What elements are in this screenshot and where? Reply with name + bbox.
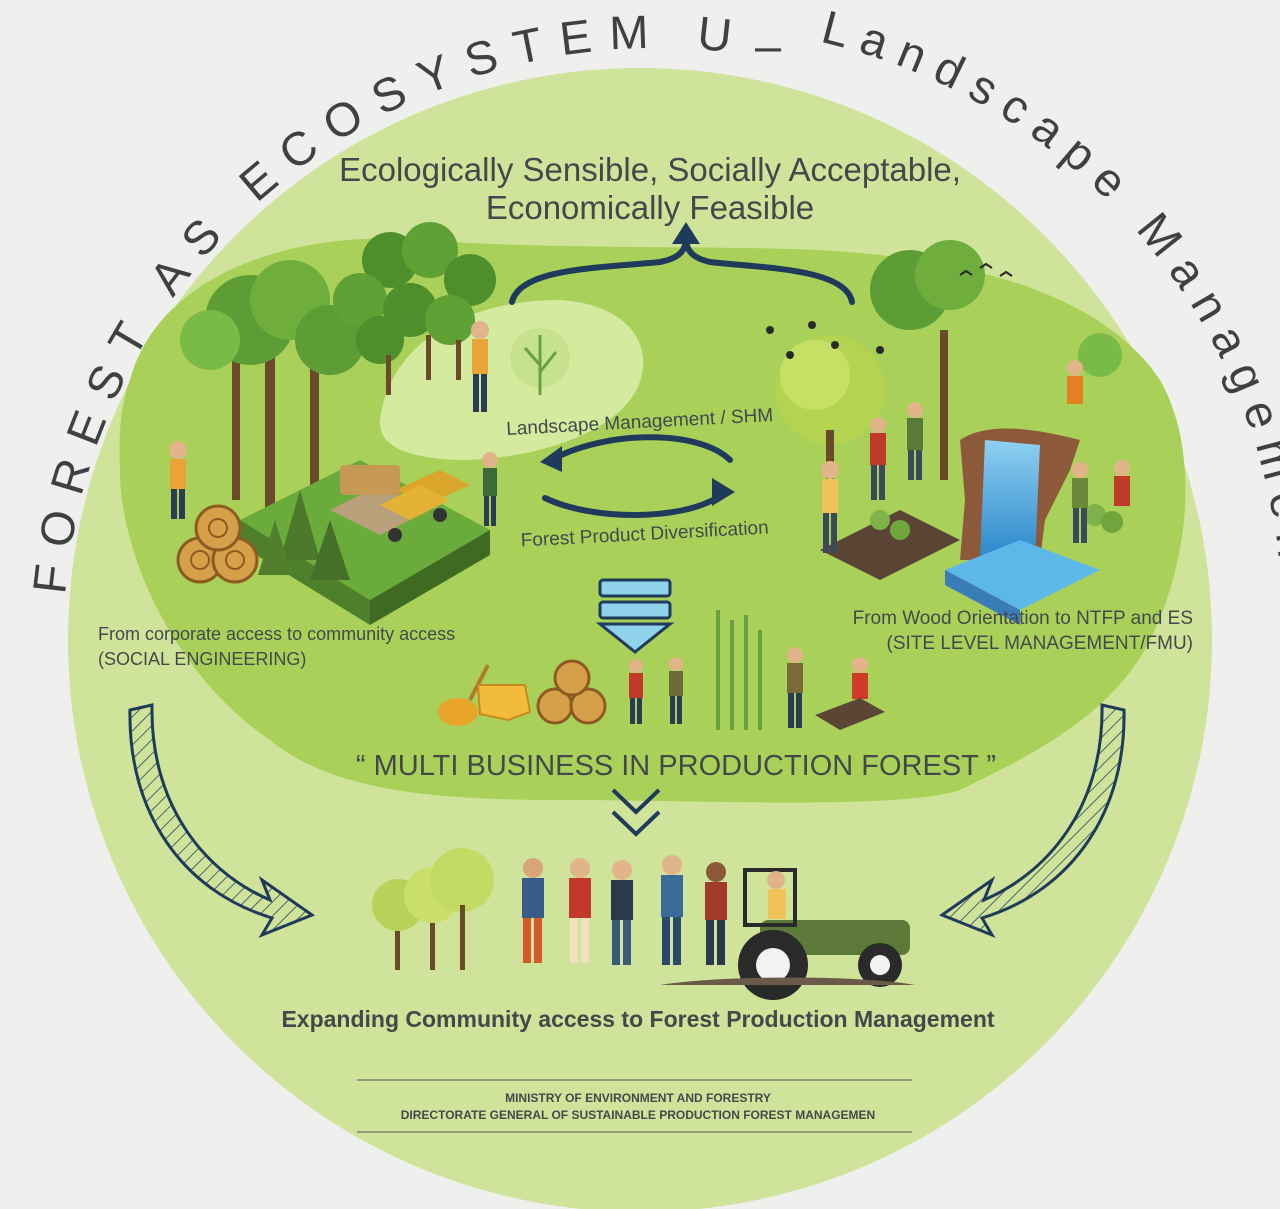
upward-arrow-head (672, 222, 700, 244)
cycle-arrow-lower (542, 493, 723, 518)
right-forest-trees (775, 240, 1122, 490)
header-arc-dash: – (755, 19, 782, 72)
right-curved-arrow (938, 703, 1126, 939)
forest-worker-figures-left (169, 321, 498, 526)
cycle-arrows (542, 434, 733, 518)
left-panel-line2: (SOCIAL ENGINEERING) (98, 649, 306, 669)
footer-line1: MINISTRY OF ENVIRONMENT AND FORESTRY (505, 1091, 771, 1105)
footer-line2: DIRECTORATE GENERAL OF SUSTAINABLE PRODU… (401, 1108, 875, 1122)
down-chevrons-icon (611, 788, 661, 837)
cycle-arrow-upper (552, 434, 733, 463)
waterfall (945, 428, 1100, 625)
upward-branch-arrow (509, 235, 855, 305)
top-statement-line1: Ecologically Sensible, Socially Acceptab… (339, 151, 961, 188)
left-forest-trees (180, 222, 496, 510)
filter-stack-icon (595, 578, 675, 654)
cycle-arrow-lower-head (712, 478, 735, 506)
bamboo-icon (716, 610, 762, 730)
farmer-figures-right (821, 360, 1130, 553)
cycle-arrow-upper-head (540, 446, 562, 472)
log-stack-small (536, 659, 607, 725)
landscape-blob (119, 238, 1186, 803)
top-statement-line2: Economically Feasible (486, 189, 814, 226)
conifer-trees (258, 490, 350, 580)
log-stack (176, 504, 259, 584)
left-curved-arrow (128, 703, 316, 939)
farm-plot (820, 504, 1123, 580)
honeycomb-icon (476, 684, 532, 722)
right-panel-line1: From Wood Orientation to NTFP and ES (853, 608, 1193, 629)
right-panel-line2: (SITE LEVEL MANAGEMENT/FMU) (887, 633, 1194, 654)
bottom-heading: Expanding Community access to Forest Pro… (281, 1006, 994, 1032)
community-illustration (372, 848, 915, 1000)
middle-banner: “ MULTI BUSINESS IN PRODUCTION FOREST ” (356, 750, 996, 782)
sapling-icon (510, 328, 570, 395)
bees-and-birds (766, 262, 1013, 359)
forest-products-row (438, 610, 885, 730)
left-panel-line1: From corporate access to community acces… (98, 624, 455, 644)
logging-site (240, 460, 490, 625)
